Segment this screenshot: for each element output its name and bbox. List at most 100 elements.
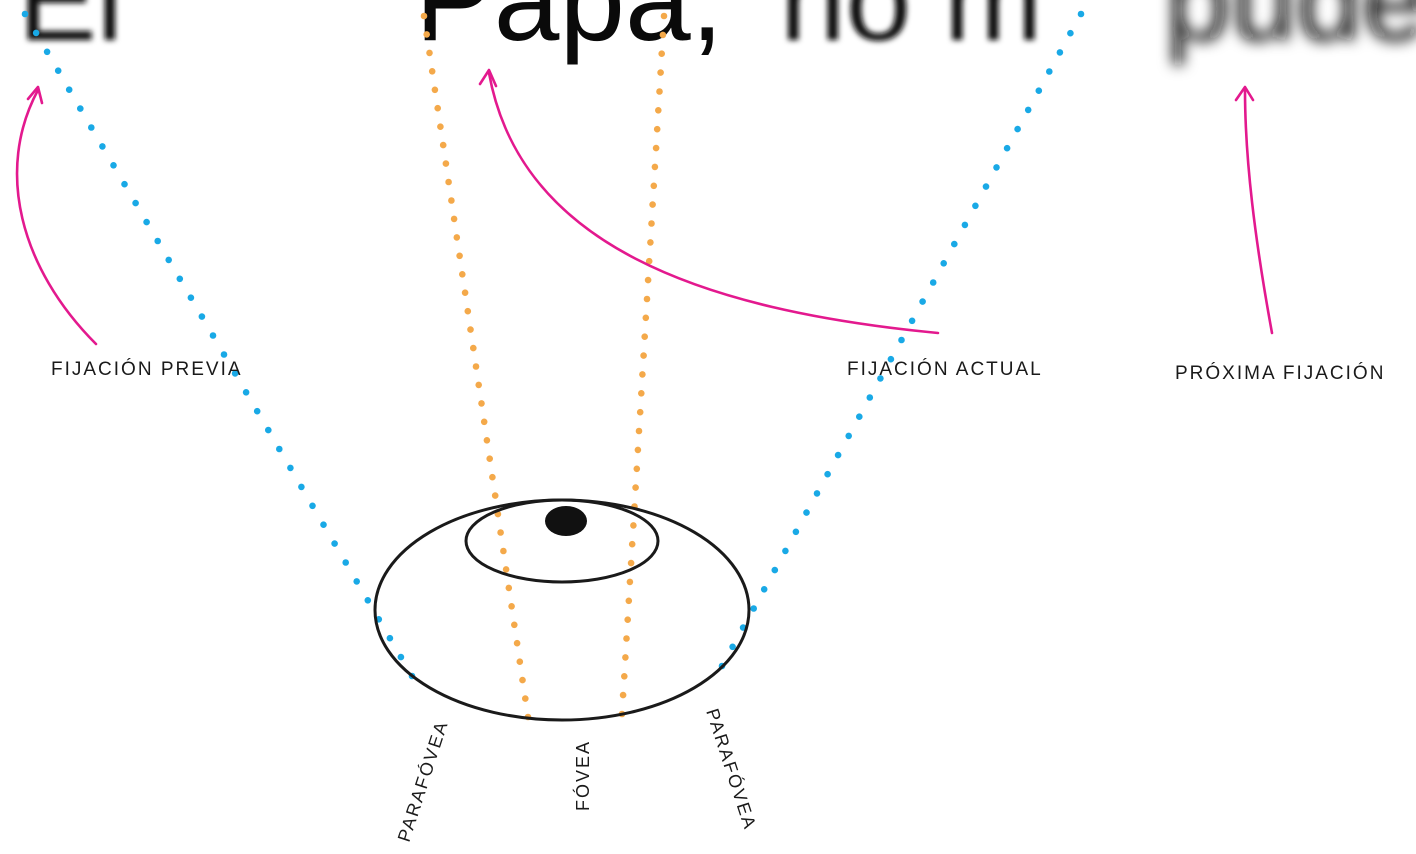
ray-fovea-left-dot bbox=[472, 363, 480, 370]
ray-fovea-left-dot bbox=[491, 492, 499, 499]
sentence-right-blurred: no m bbox=[780, 0, 1042, 66]
ray-parafovea-right-dot bbox=[982, 183, 990, 190]
ray-parafovea-left-dot bbox=[276, 445, 283, 453]
ray-fovea-right-dot bbox=[650, 182, 658, 190]
ray-parafovea-left-dot bbox=[99, 143, 106, 150]
ray-parafovea-left-dot bbox=[165, 256, 172, 264]
sentence: El Papá, no m pude bbox=[18, 0, 1416, 66]
ray-fovea-right-dot bbox=[659, 31, 667, 39]
ray-fovea-right-dot bbox=[640, 352, 647, 359]
ray-fovea-right-dot bbox=[634, 446, 642, 454]
ray-parafovea-left-dot bbox=[242, 389, 250, 396]
ray-parafovea-left-dot bbox=[364, 597, 372, 604]
ray-parafovea-right-dot bbox=[887, 355, 895, 363]
ray-parafovea-right-dot bbox=[760, 586, 768, 593]
ray-fovea-left-dot bbox=[428, 68, 436, 75]
ray-fovea-right-dot bbox=[649, 201, 656, 208]
ray-fovea-left-dot bbox=[437, 123, 444, 130]
label-parafovea-left: PARAFÓVEA bbox=[393, 717, 452, 844]
ray-parafovea-left-dot bbox=[265, 426, 272, 434]
ray-fovea-right-dot bbox=[658, 50, 665, 57]
label-fovea: FÓVEA bbox=[572, 740, 593, 811]
ray-parafovea-left-dot bbox=[298, 483, 305, 491]
ray-fovea-right-dot bbox=[638, 390, 645, 397]
ray-fovea-left-dot bbox=[464, 307, 472, 315]
ray-fovea-left-dot bbox=[522, 695, 529, 702]
ray-fovea-left-dot bbox=[453, 234, 461, 241]
ray-parafovea-left-dot bbox=[121, 180, 128, 188]
ray-fovea-left-dot bbox=[442, 160, 450, 167]
ray-parafovea-left-dot bbox=[21, 10, 29, 18]
arrow-current bbox=[487, 71, 940, 335]
ray-fovea-left-dot bbox=[483, 437, 491, 444]
ray-fovea-left-dot bbox=[475, 381, 483, 389]
ray-fovea-right-dot bbox=[630, 522, 637, 529]
ray-parafovea-right-dot bbox=[919, 298, 926, 305]
ray-parafovea-right-dot bbox=[729, 643, 736, 651]
ray-parafovea-right-dot bbox=[792, 528, 800, 536]
ray-fovea-left-dot bbox=[480, 418, 488, 426]
ray-fovea-left-dot bbox=[448, 197, 455, 204]
ray-fovea-right-dot bbox=[626, 578, 634, 586]
ray-parafovea-left bbox=[21, 10, 416, 680]
ray-parafovea-left-dot bbox=[187, 294, 195, 302]
ray-parafovea-left-dot bbox=[198, 313, 206, 320]
ray-parafovea-left-dot bbox=[77, 105, 84, 112]
ray-parafovea-right-dot bbox=[1067, 29, 1074, 37]
ray-fovea-right-dot bbox=[657, 69, 664, 76]
ray-parafovea-left-dot bbox=[253, 407, 261, 415]
ray-parafovea-left-dot bbox=[54, 67, 62, 74]
ray-parafovea-right-dot bbox=[1077, 10, 1085, 18]
ray-parafovea-right-dot bbox=[782, 547, 789, 555]
sentence-focus-word: Papá, bbox=[415, 0, 723, 66]
ray-parafovea-left-dot bbox=[397, 653, 405, 661]
sentence-far-blurred: pude bbox=[1165, 0, 1416, 66]
ray-fovea-left-dot bbox=[497, 529, 504, 536]
ray-parafovea-left-dot bbox=[231, 370, 239, 377]
ray-fovea-left-dot bbox=[489, 473, 496, 481]
ray-parafovea-right-dot bbox=[1046, 68, 1053, 75]
ray-parafovea-right-dot bbox=[771, 566, 779, 574]
ray-parafovea-right-dot bbox=[1035, 87, 1043, 94]
ray-parafovea-right-dot bbox=[951, 240, 958, 248]
ray-parafovea-left-dot bbox=[353, 578, 361, 585]
eye-inner-outline bbox=[464, 498, 660, 584]
ray-fovea-left-dot bbox=[516, 658, 524, 665]
ray-fovea-right-dot bbox=[627, 559, 635, 567]
ray-fovea-right bbox=[618, 12, 668, 718]
pupil bbox=[545, 506, 587, 536]
arrowhead-current bbox=[478, 68, 498, 88]
ray-parafovea-right-dot bbox=[866, 394, 874, 401]
ray-fovea-right-dot bbox=[644, 276, 652, 284]
ray-parafovea-right bbox=[718, 10, 1085, 670]
ray-parafovea-right-dot bbox=[993, 164, 1000, 171]
ray-fovea-right-dot bbox=[635, 427, 643, 435]
ray-fovea-right-dot bbox=[624, 616, 631, 623]
ray-fovea-right-dot bbox=[619, 691, 627, 699]
ray-parafovea-right-dot bbox=[834, 451, 842, 459]
ray-parafovea-right-dot bbox=[940, 260, 947, 267]
ray-parafovea-left-dot bbox=[43, 48, 51, 56]
ray-fovea-right-dot bbox=[645, 257, 653, 265]
ray-fovea-left-dot bbox=[486, 455, 494, 463]
ray-fovea-right-dot bbox=[642, 314, 650, 322]
ray-parafovea-right-dot bbox=[803, 509, 810, 516]
ray-parafovea-left-dot bbox=[143, 218, 150, 226]
eye bbox=[373, 498, 751, 722]
ray-parafovea-right-dot bbox=[856, 413, 863, 421]
ray-fovea-right-dot bbox=[622, 654, 629, 661]
ray-parafovea-right-dot bbox=[824, 470, 831, 478]
label-parafovea-right: PARAFÓVEA bbox=[702, 706, 761, 833]
ray-fovea-left-dot bbox=[450, 215, 458, 223]
ray-parafovea-left-dot bbox=[32, 29, 40, 37]
ray-fovea-left-dot bbox=[445, 178, 452, 186]
ray-fovea-right-dot bbox=[655, 107, 662, 114]
ray-parafovea-right-dot bbox=[898, 336, 905, 344]
arrowhead-next bbox=[1234, 85, 1255, 102]
ray-fovea-left-dot bbox=[426, 49, 433, 57]
ray-fovea-right-dot bbox=[625, 597, 633, 605]
ray-fovea-right-dot bbox=[639, 371, 646, 378]
ray-fovea-right-dot bbox=[651, 163, 659, 171]
ray-parafovea-left-dot bbox=[132, 199, 139, 207]
